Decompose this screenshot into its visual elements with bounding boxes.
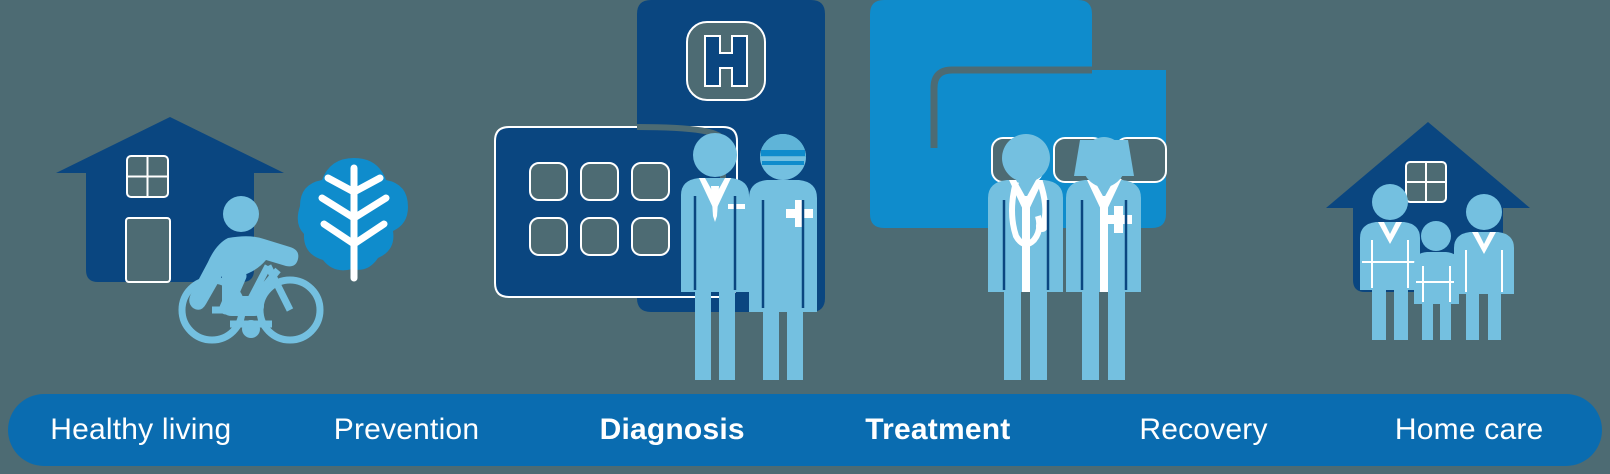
doctor-icon [681,133,749,380]
stage-label-diagnosis[interactable]: Diagnosis [599,413,745,446]
scene-healthy-living [40,110,430,345]
stage-label-healthy-living[interactable]: Healthy living [50,413,232,446]
scene-treatment [866,0,1167,380]
cyclist-icon [178,196,324,344]
stage-label-treatment[interactable]: Treatment [865,413,1011,446]
nurse-surgical-icon [749,134,817,380]
stage-label-home-care[interactable]: Home care [1394,413,1544,446]
doctor-stethoscope-icon [988,134,1063,380]
stage-label-recovery[interactable]: Recovery [1139,413,1268,446]
hospital-h-sign-icon [686,21,766,101]
nurse-cap-icon [1066,137,1141,380]
family-icon [1360,184,1514,340]
stage-label-prevention[interactable]: Prevention [333,413,480,446]
building-windows [529,162,670,256]
patient-journey-bar: Healthy living Prevention Diagnosis Trea… [8,394,1602,466]
scene-home-care [1300,110,1555,345]
tree-icon [297,158,408,282]
scene-diagnosis [494,0,840,380]
